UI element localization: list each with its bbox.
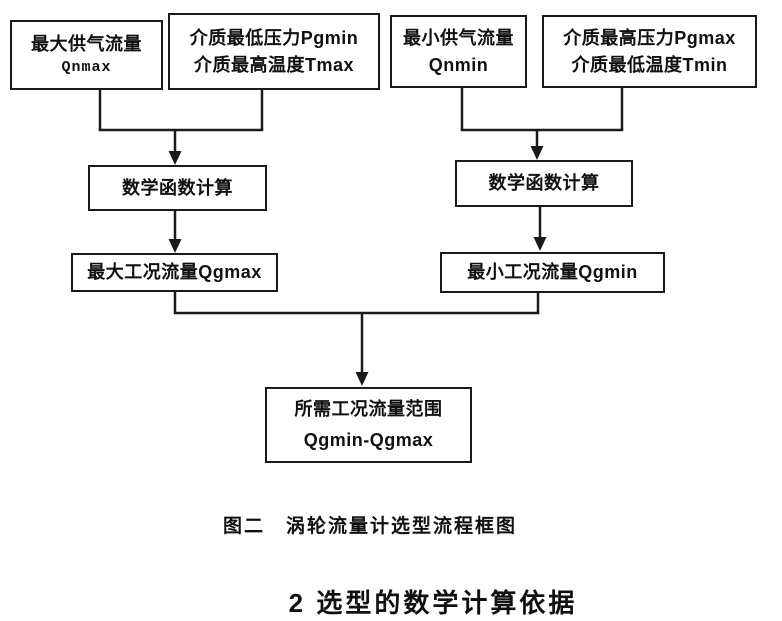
box-min-supply-flow: 最小供气流量 Qnmin <box>390 15 527 88</box>
box-label-line: 最大供气流量 <box>31 34 142 55</box>
box-max-supply-flow: 最大供气流量 Qnmax <box>10 20 163 90</box>
box-label-line: 最小工况流量Qgmin <box>467 262 638 283</box>
arrowhead-icon <box>168 239 182 253</box>
arrowhead-icon <box>168 151 182 165</box>
arrowhead-icon <box>355 372 369 386</box>
arrowhead-icon <box>530 146 544 160</box>
box-label-line: 数学函数计算 <box>122 177 233 198</box>
box-max-operating-flow: 最大工况流量Qgmax <box>71 253 278 292</box>
figure-caption: 图二 涡轮流量计选型流程框图 <box>222 516 518 537</box>
box-label-line: 介质最低压力Pgmin <box>189 28 359 49</box>
box-min-operating-flow: 最小工况流量Qgmin <box>440 252 665 293</box>
section-heading: 2 选型的数学计算依据 <box>288 588 578 618</box>
box-medium-min-pressure-max-temp: 介质最低压力Pgmin 介质最高温度Tmax <box>168 13 380 90</box>
box-label-line: 数学函数计算 <box>488 173 600 194</box>
box-label-line: 介质最高压力Pgmax <box>563 28 736 49</box>
box-math-function-calc-right: 数学函数计算 <box>455 160 633 207</box>
arrowhead-icon <box>533 237 547 251</box>
box-medium-max-pressure-min-temp: 介质最高压力Pgmax 介质最低温度Tmin <box>542 15 757 88</box>
box-required-flow-range: 所需工况流量范围 Qgmin-Qgmax <box>265 387 472 463</box>
box-label-line: 介质最低温度Tmin <box>571 54 728 75</box>
box-label-line: Qnmin <box>428 54 489 75</box>
box-math-function-calc-left: 数学函数计算 <box>88 165 267 211</box>
box-label-line: Qgmin-Qgmax <box>303 430 434 450</box>
box-label-line: Qnmax <box>61 59 112 77</box>
box-label-line: 所需工况流量范围 <box>294 399 443 420</box>
box-label-line: 介质最高温度Tmax <box>193 54 355 75</box>
box-label-line: 最大工况流量Qgmax <box>87 262 262 283</box>
box-label-line: 最小供气流量 <box>403 28 514 49</box>
